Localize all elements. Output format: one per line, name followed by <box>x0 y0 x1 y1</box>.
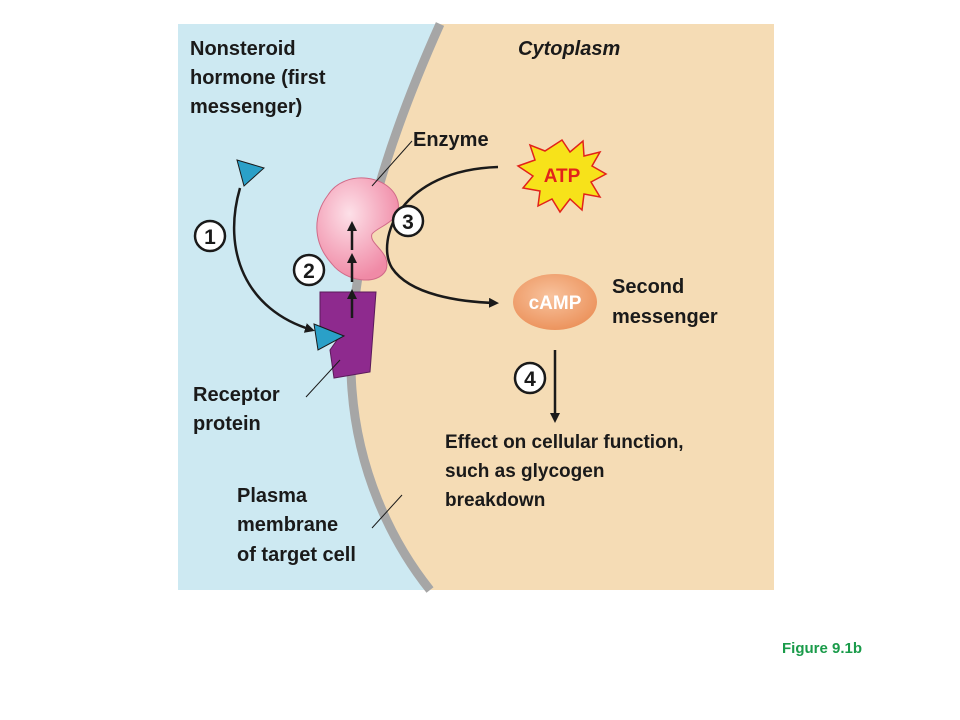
svg-text:3: 3 <box>402 211 414 234</box>
membrane-label-line-3: of target cell <box>237 544 356 566</box>
effect-label-line-3: breakdown <box>445 490 545 511</box>
membrane-label-line-1: Plasma <box>237 485 308 507</box>
receptor-leader <box>305 359 341 398</box>
camp-molecule <box>513 274 597 330</box>
cytoplasm-label: Cytoplasm <box>518 38 620 60</box>
hormone-label-line-2: hormone (first <box>190 67 326 89</box>
camp-label: cAMP <box>529 293 582 314</box>
receptor-label-line-2: protein <box>193 413 261 435</box>
membrane-leader <box>371 494 403 529</box>
enzyme-shape <box>316 177 399 281</box>
atp-burst <box>516 138 608 214</box>
figure-caption: Figure 9.1b <box>782 640 863 657</box>
arrow-atp-to-camp <box>385 165 499 308</box>
step-2-badge: 2 <box>292 253 326 287</box>
hormone-molecule <box>236 159 265 187</box>
step-1-badge: 1 <box>193 219 227 253</box>
arrow-hormone-to-receptor <box>232 187 315 333</box>
svg-text:1: 1 <box>204 226 216 249</box>
effect-label-line-1: Effect on cellular function, <box>445 432 684 453</box>
effect-label-line-2: such as glycogen <box>445 461 604 482</box>
step-4-badge: 4 <box>513 361 547 395</box>
bound-hormone <box>313 323 346 351</box>
hormone-label-line-1: Nonsteroid <box>190 38 296 60</box>
atp-label: ATP <box>544 166 581 187</box>
second-messenger-label-line-2: messenger <box>612 306 718 328</box>
second-messenger-label-line-1: Second <box>612 276 684 298</box>
enzyme-leader <box>371 140 413 187</box>
svg-text:2: 2 <box>303 260 315 283</box>
hormone-label-line-3: messenger) <box>190 96 302 118</box>
membrane-label-line-2: membrane <box>237 514 338 536</box>
step-3-badge: 3 <box>391 204 425 238</box>
svg-text:4: 4 <box>524 368 536 391</box>
enzyme-label: Enzyme <box>413 129 489 151</box>
receptor-label-line-1: Receptor <box>193 384 280 406</box>
